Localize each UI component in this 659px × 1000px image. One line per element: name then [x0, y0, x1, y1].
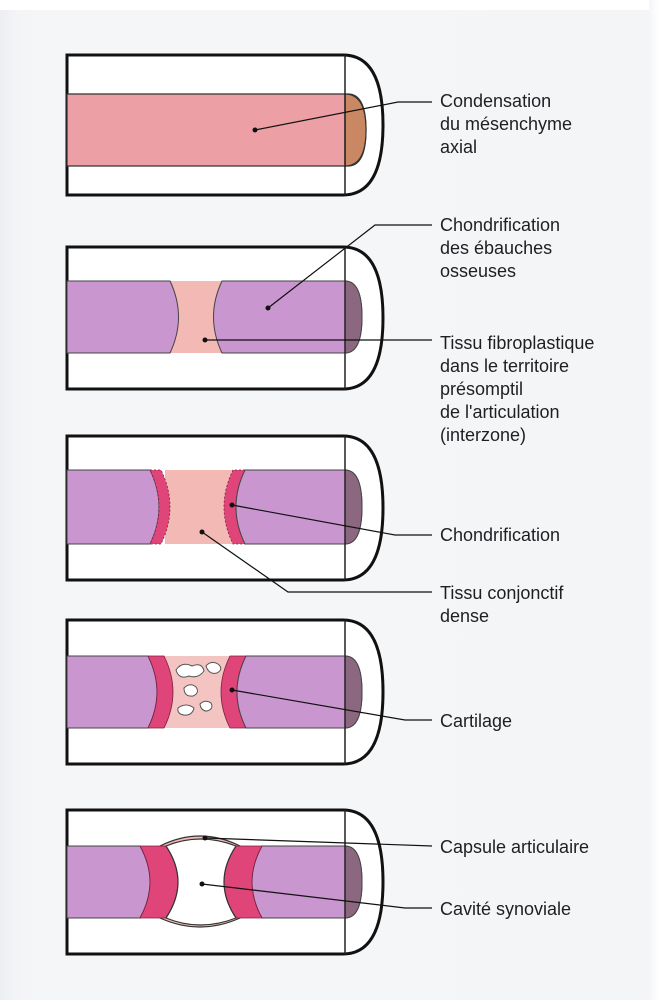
stage-5-limb-bud — [67, 810, 432, 954]
proximal-cartilage — [67, 470, 159, 544]
distal-cartilage — [236, 470, 362, 544]
stage-1-limb-bud — [67, 55, 432, 195]
label-cartilage: Cartilage — [440, 710, 512, 733]
label-tissu-conjonctif: Tissu conjonctif dense — [440, 582, 563, 628]
distal-cartilage — [237, 656, 362, 728]
proximal-cartilage — [67, 656, 157, 728]
mesenchyme-condensation — [67, 94, 366, 166]
label-chondrification-ebauches: Chondrification des ébauches osseuses — [440, 214, 560, 283]
label-chondrification: Chondrification — [440, 524, 560, 547]
stage-2-limb-bud — [67, 225, 432, 389]
stage-3-limb-bud — [67, 436, 432, 592]
cavity-vesicle — [184, 685, 197, 696]
stage-4-limb-bud — [67, 620, 432, 764]
label-tissu-fibroplastique: Tissu fibroplastique dans le territoire … — [440, 332, 594, 447]
label-condensation: Condensation du mésenchyme axial — [440, 90, 572, 159]
distal-cartilage-anlage — [214, 281, 363, 353]
proximal-cartilage-anlage — [67, 281, 179, 353]
label-cavite-synoviale: Cavité synoviale — [440, 898, 571, 921]
cavity-vesicle — [176, 664, 204, 677]
label-capsule-articulaire: Capsule articulaire — [440, 836, 589, 859]
proximal-bone-shaft — [67, 846, 150, 918]
